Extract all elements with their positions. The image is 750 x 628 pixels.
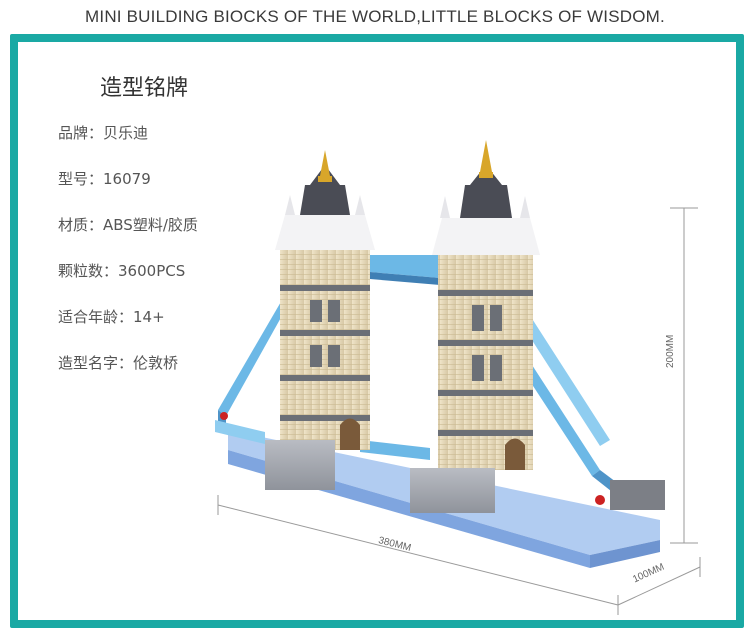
spec-value: 14+ [133, 308, 165, 326]
spec-value: 3600PCS [118, 262, 186, 280]
banner-text: MINI BUILDING BIOCKS OF THE WORLD,LITTLE… [85, 7, 665, 26]
spec-value: 16079 [103, 170, 151, 188]
spec-key: 颗粒数： [58, 262, 119, 280]
spec-panel: 造型铭牌 品牌：贝乐迪 型号：16079 材质：ABS塑料/胶质 颗粒数：360… [58, 70, 278, 386]
upper-walkway [370, 255, 440, 285]
red-lamp-icon [220, 412, 228, 420]
spec-row-name: 造型名字：伦敦桥 [58, 340, 278, 386]
depth-dimension-line [617, 557, 701, 606]
spec-value: 伦敦桥 [133, 354, 179, 372]
right-tower [410, 140, 540, 513]
spec-row-age: 适合年龄：14+ [58, 294, 278, 340]
spec-row-material: 材质：ABS塑料/胶质 [58, 202, 278, 248]
spec-row-brand: 品牌：贝乐迪 [58, 110, 278, 156]
spec-key: 型号： [58, 170, 104, 188]
top-banner: MINI BUILDING BIOCKS OF THE WORLD,LITTLE… [0, 0, 750, 34]
spec-value: 贝乐迪 [103, 124, 149, 142]
spec-key: 材质： [58, 216, 104, 234]
spec-row-model: 型号：16079 [58, 156, 278, 202]
spec-key: 品牌： [58, 124, 104, 142]
spec-value: ABS塑料/胶质 [103, 216, 198, 234]
red-lamp-icon [595, 495, 605, 505]
height-dimension-label: 200MM [665, 334, 676, 368]
left-approach-span [215, 300, 288, 444]
spec-title: 造型铭牌 [100, 76, 189, 101]
spec-row-pieces: 颗粒数：3600PCS [58, 248, 278, 294]
left-tower [265, 150, 375, 490]
spec-key: 适合年龄： [58, 308, 134, 326]
lower-deck [360, 440, 430, 460]
spec-key: 造型名字： [58, 354, 134, 372]
height-dimension-line [670, 207, 698, 544]
